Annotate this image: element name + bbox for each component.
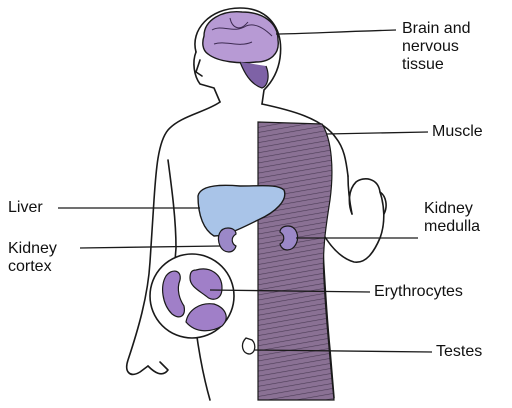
label-brain-line-3: tissue <box>402 56 471 74</box>
label-muscle: Muscle <box>432 123 483 141</box>
erythrocyte-inset <box>150 254 234 338</box>
label-kidney-medulla-line-2: medulla <box>424 218 480 236</box>
label-brain: Brain and nervous tissue <box>402 20 471 74</box>
leader-muscle <box>326 132 428 134</box>
leader-brain <box>276 30 396 34</box>
label-kidney-cortex: Kidney cortex <box>8 240 57 276</box>
label-testes: Testes <box>436 343 482 361</box>
label-kidney-cortex-line-2: cortex <box>8 258 57 276</box>
label-brain-line-2: nervous <box>402 38 471 56</box>
muscle-region <box>258 122 334 400</box>
brain-shape <box>203 12 278 88</box>
leader-kidney-cortex <box>80 246 220 248</box>
testes-shape <box>243 338 255 354</box>
label-brain-line-1: Brain and <box>402 20 471 38</box>
label-erythrocytes: Erythrocytes <box>374 283 463 301</box>
label-kidney-medulla: Kidney medulla <box>424 200 480 236</box>
kidney-left <box>218 228 236 252</box>
label-liver: Liver <box>8 199 43 217</box>
label-kidney-cortex-line-1: Kidney <box>8 240 57 258</box>
label-kidney-medulla-line-1: Kidney <box>424 200 480 218</box>
